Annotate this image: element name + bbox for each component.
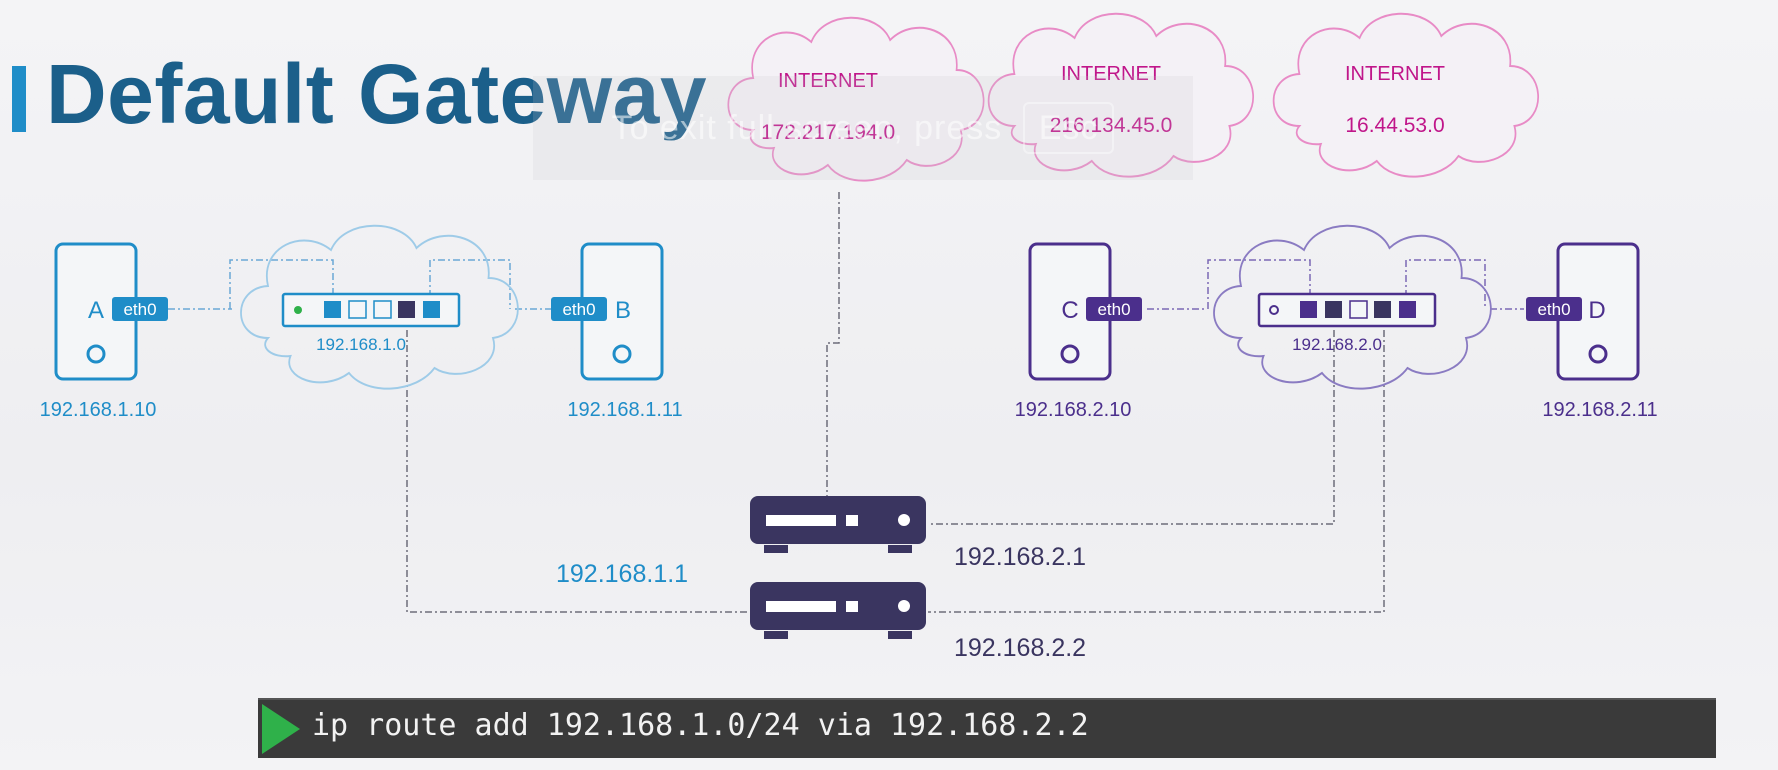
host-a-eth0-label: eth0	[123, 300, 156, 319]
host-c-eth0-label: eth0	[1097, 300, 1130, 319]
command-text: ip route add 192.168.1.0/24 via 192.168.…	[312, 708, 1089, 743]
host-b-letter: B	[615, 297, 631, 324]
internet-2-ip: 216.134.45.0	[1050, 114, 1173, 137]
internet-3-ip: 16.44.53.0	[1345, 114, 1444, 137]
router-1-icon	[750, 496, 926, 553]
router-2-right-ip: 192.168.2.2	[954, 634, 1086, 662]
host-b-eth0-label: eth0	[562, 300, 595, 319]
internet-3-label: INTERNET	[1345, 63, 1445, 85]
internet-1-ip: 172.217.194.0	[761, 121, 895, 144]
host-c-ip: 192.168.2.10	[1015, 399, 1132, 421]
host-b-ip: 192.168.1.11	[567, 399, 682, 421]
connection-lines	[168, 192, 1524, 613]
page-title: Default Gateway	[46, 47, 708, 141]
fullscreen-exit-key: Esc	[1022, 102, 1115, 154]
host-d-eth0-label: eth0	[1537, 300, 1570, 319]
host-a-eth0-badge	[112, 297, 168, 321]
host-a-ip: 192.168.1.10	[40, 399, 157, 421]
subnet-left-label: 192.168.1.0	[316, 335, 406, 354]
host-a-letter: A	[88, 297, 104, 324]
router-2-left-ip: 192.168.1.1	[556, 560, 688, 588]
router-1-ip: 192.168.2.1	[954, 543, 1086, 571]
switch-left	[281, 292, 461, 328]
host-d-ip: 192.168.2.11	[1542, 399, 1657, 421]
play-icon	[262, 704, 300, 754]
internet-cloud-3	[1272, 12, 1540, 178]
host-b-eth0-badge	[551, 297, 607, 321]
host-d-letter: D	[1588, 297, 1605, 324]
internet-1-label: INTERNET	[778, 70, 878, 92]
host-d-eth0-badge	[1526, 297, 1582, 321]
host-c-eth0-badge	[1086, 297, 1142, 321]
fullscreen-exit-hint-text: To exit full screen, press	[611, 109, 1003, 147]
internet-2-label: INTERNET	[1061, 63, 1161, 85]
router-2-icon	[750, 582, 926, 639]
title-accent-bar	[12, 66, 26, 132]
fullscreen-exit-hint: To exit full screen, press Esc	[533, 76, 1193, 180]
subnet-right-label: 192.168.2.0	[1292, 335, 1382, 354]
host-c-letter: C	[1061, 297, 1078, 324]
switch-right	[1257, 292, 1437, 328]
command-bar: ip route add 192.168.1.0/24 via 192.168.…	[258, 698, 1716, 758]
